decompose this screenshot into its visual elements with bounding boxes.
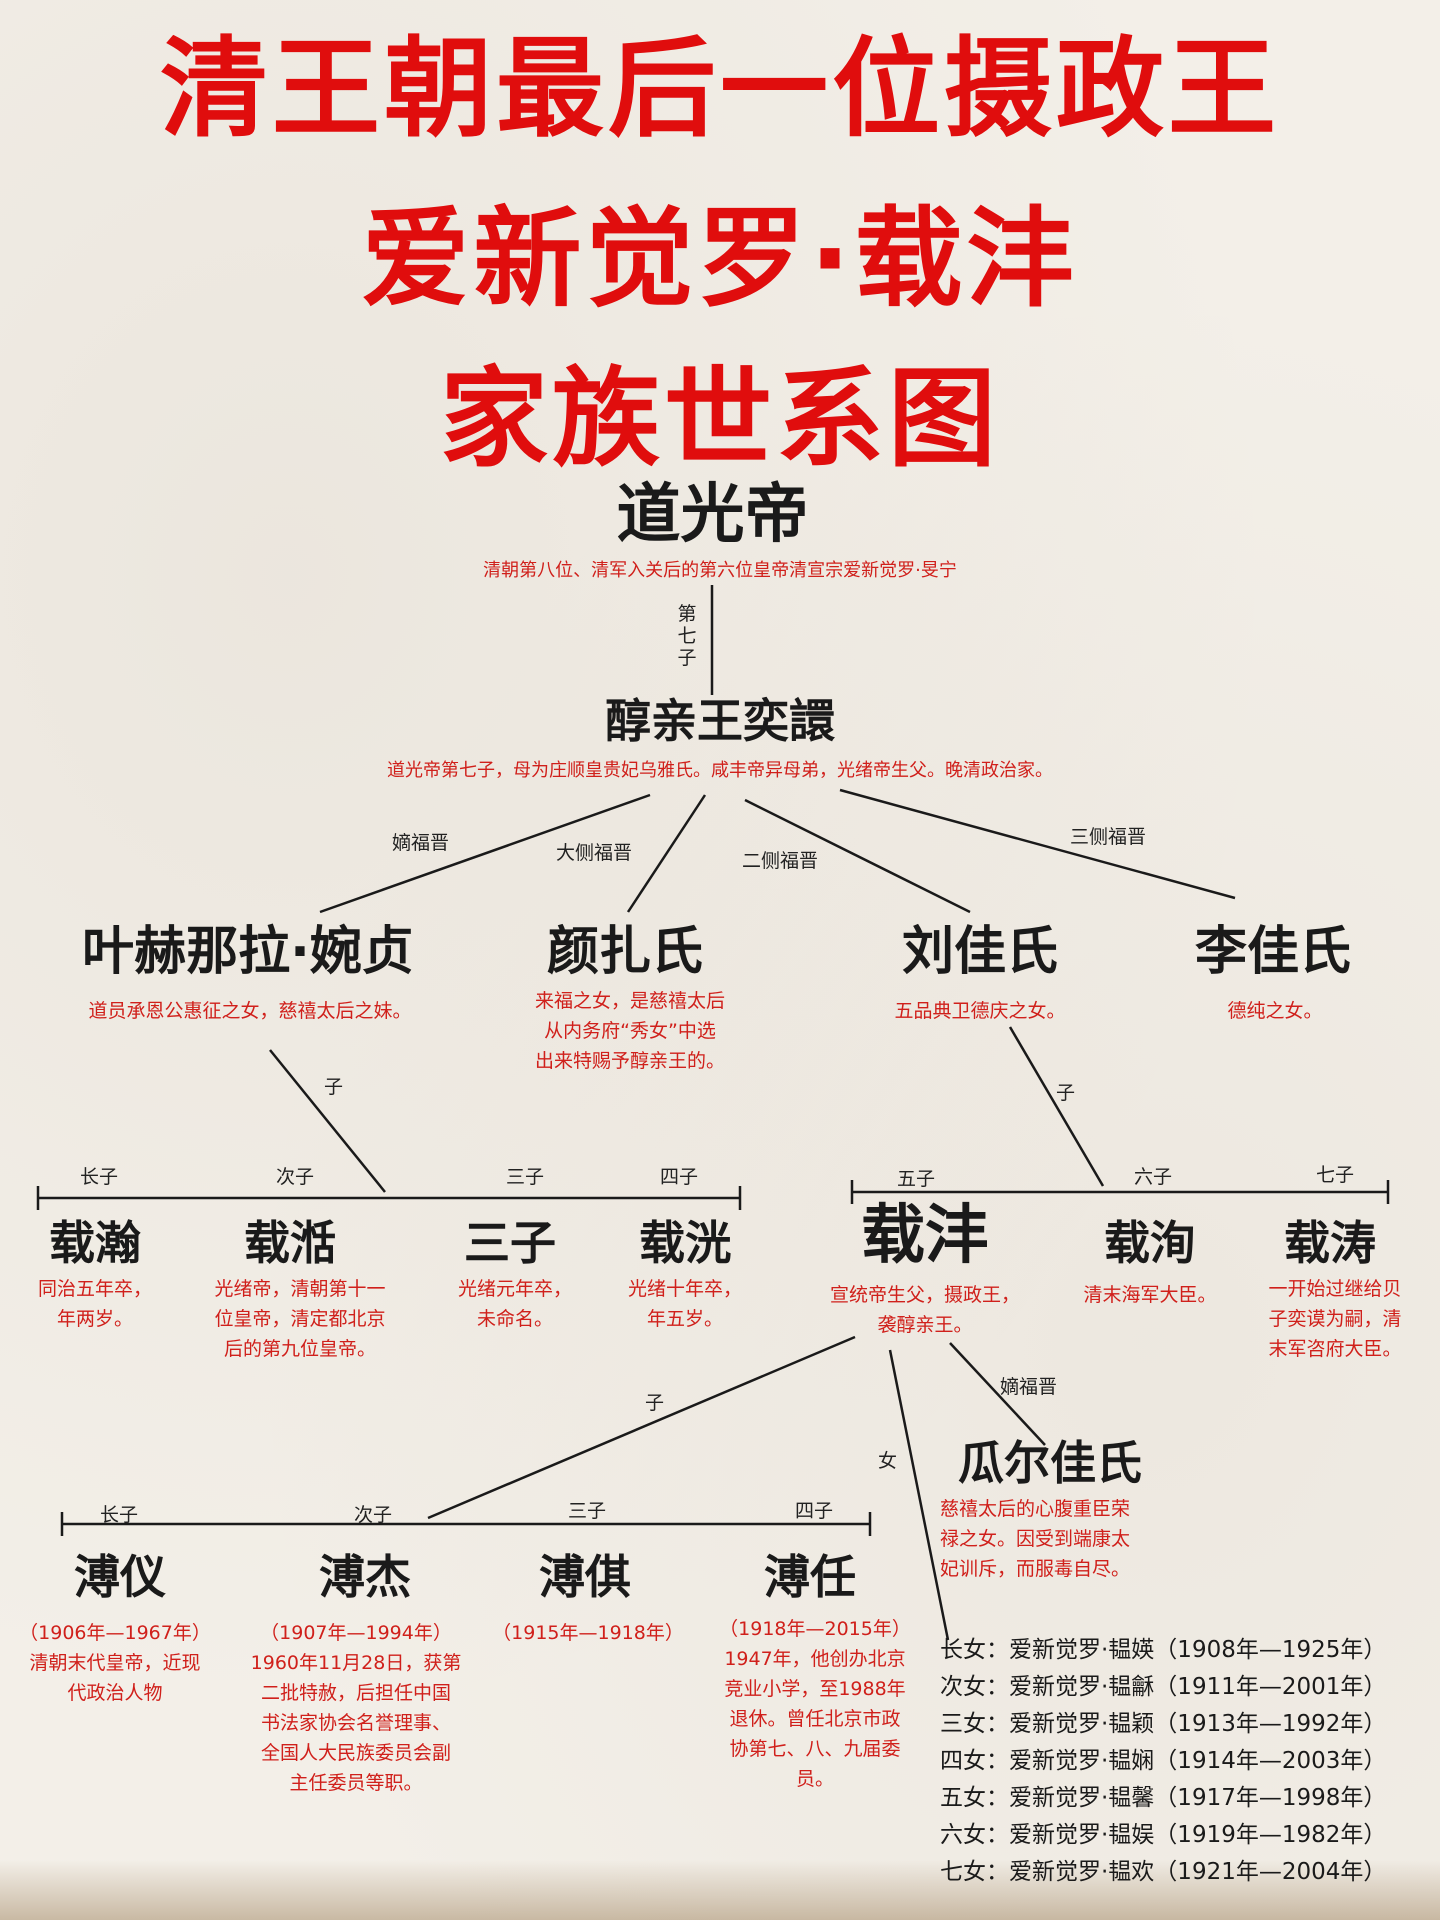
consort-link-label-1: 嫡福晋 — [392, 832, 450, 854]
link-consort-2 — [626, 794, 707, 913]
link-consort-1 — [319, 793, 651, 914]
grandson-1-name: 溥仪 — [74, 1550, 166, 1604]
son-3-desc: 光绪元年卒， 未命名。 — [457, 1278, 572, 1330]
son-2-name: 载湉 — [244, 1216, 336, 1270]
son-rank-6: 六子 — [1134, 1166, 1173, 1188]
consort-2-desc: 来福之女，是慈禧太后 从内务府“秀女”中选 出来特赐予醇亲王的。 — [534, 990, 725, 1072]
wife-name: 瓜尔佳氏 — [958, 1436, 1142, 1490]
bottom-decoration — [0, 1860, 1440, 1920]
son-2-desc: 光绪帝，清朝第十一 位皇帝，清定都北京 后的第九位皇帝。 — [214, 1278, 386, 1360]
consort-2-name: 颜扎氏 — [546, 922, 703, 982]
daughter-row: 四女：爱新觉罗·韫娴（1914年—2003年） — [940, 1748, 1387, 1774]
father-name: 醇亲王奕譞 — [605, 694, 835, 748]
wife-desc: 慈禧太后的心腹重臣荣 禄之女。因受到端康太 妃训斥，而服毒自尽。 — [940, 1498, 1131, 1580]
grandson-3-desc: （1915年—1918年） — [492, 1622, 684, 1644]
grandson-4-name: 溥任 — [764, 1550, 856, 1604]
wife-link-label: 嫡福晋 — [1000, 1376, 1058, 1398]
root-link-label: 第七子 — [677, 603, 697, 669]
daughter-row: 次女：爱新觉罗·韫龢（1911年—2001年） — [940, 1674, 1387, 1700]
consort-4-desc: 德纯之女。 — [1227, 1000, 1323, 1022]
link-grandsons — [427, 1335, 856, 1520]
consort-1-name: 叶赫那拉·婉贞 — [82, 922, 414, 982]
consort1-son-label: 子 — [324, 1076, 344, 1098]
consort-3-desc: 五品典卫德庆之女。 — [894, 1000, 1066, 1022]
link-consort3-sons — [1008, 1026, 1105, 1187]
daughter-row: 三女：爱新觉罗·韫颖（1913年—1992年） — [940, 1711, 1387, 1737]
son-4-name: 载洸 — [639, 1216, 731, 1270]
son-rank-4: 四子 — [660, 1166, 699, 1188]
daughter-row: 五女：爱新觉罗·韫馨（1917年—1998年） — [940, 1785, 1387, 1811]
title-line-1: 清王朝最后一位摄政王 — [159, 27, 1280, 152]
link-consort-4 — [839, 788, 1236, 900]
daughters-list: 长女：爱新觉罗·韫媖（1908年—1925年） 次女：爱新觉罗·韫龢（1911年… — [940, 1632, 1430, 1891]
son-rank-1: 长子 — [80, 1166, 119, 1188]
grandson-4-desc: （1918年—2015年） 1947年，他创办北京 竞业小学，至1988年 退休… — [719, 1618, 911, 1790]
grandson-2-name: 溥杰 — [319, 1550, 411, 1604]
link-consort-3 — [744, 798, 971, 914]
root-name: 道光帝 — [616, 478, 809, 552]
consort-1-desc: 道员承恩公惠征之女，慈禧太后之妹。 — [88, 1000, 412, 1022]
daughter-row: 六女：爱新觉罗·韫娱（1919年—1982年） — [940, 1822, 1387, 1848]
son-1-name: 载瀚 — [49, 1216, 141, 1270]
root-desc: 清朝第八位、清军入关后的第六位皇帝清宣宗爱新觉罗·旻宁 — [483, 560, 957, 581]
grandson-rank-1: 长子 — [100, 1504, 139, 1526]
son-rank-5: 五子 — [897, 1168, 936, 1190]
link-consort1-sons — [269, 1049, 386, 1193]
grandson-1-desc: （1906年—1967年） 清朝末代皇帝，近现 代政治人物 — [19, 1622, 211, 1704]
daughter-row: 长女：爱新觉罗·韫媖（1908年—1925年） — [940, 1637, 1387, 1663]
daughter-row: 七女：爱新觉罗·韫欢（1921年—2004年） — [940, 1859, 1387, 1885]
grandson-rank-3: 三子 — [568, 1500, 607, 1522]
consort3-son-label: 子 — [1056, 1082, 1076, 1104]
link-daughters — [888, 1349, 950, 1641]
son-rank-7: 七子 — [1316, 1164, 1355, 1186]
grandson-rank-4: 四子 — [795, 1500, 834, 1522]
consort-4-name: 李佳氏 — [1194, 922, 1351, 982]
granddaughter-link-label: 女 — [878, 1450, 898, 1472]
consort-link-label-4: 三侧福晋 — [1070, 826, 1147, 848]
son-7-desc: 一开始过继给贝 子奕谟为嗣，清 末军咨府大臣。 — [1268, 1278, 1402, 1360]
father-desc: 道光帝第七子，母为庄顺皇贵妃乌雅氏。咸丰帝异母弟，光绪帝生父。晚清政治家。 — [387, 760, 1053, 781]
son-6-name: 载洵 — [1104, 1216, 1196, 1270]
son-1-desc: 同治五年卒， 年两岁。 — [37, 1278, 152, 1330]
son-4-desc: 光绪十年卒， 年五岁。 — [627, 1278, 742, 1330]
grandson-3-name: 溥倛 — [539, 1550, 631, 1604]
title-line-3: 家族世系图 — [439, 357, 1000, 482]
son-7-name: 载涛 — [1284, 1216, 1376, 1270]
grandson-2-desc: （1907年—1994年） 1960年11月28日，获第 二批特赦，后担任中国 … — [250, 1622, 462, 1794]
title-line-2: 爱新觉罗·载沣 — [361, 197, 1079, 322]
son-6-desc: 清末海军大臣。 — [1083, 1284, 1217, 1306]
consort-link-label-3: 二侧福晋 — [742, 850, 819, 872]
consort-3-name: 刘佳氏 — [901, 922, 1058, 982]
son-rank-2: 次子 — [276, 1166, 315, 1188]
son-3-name: 三子 — [464, 1216, 556, 1270]
consort-link-label-2: 大侧福晋 — [556, 842, 633, 864]
grandson-rank-2: 次子 — [354, 1504, 393, 1526]
grandson-link-label: 子 — [645, 1392, 665, 1414]
link-wife — [949, 1342, 1046, 1446]
son-5-name: 载沣 — [861, 1199, 989, 1273]
son-5-desc: 宣统帝生父，摄政王， 袭醇亲王。 — [829, 1284, 1020, 1336]
son-rank-3: 三子 — [506, 1166, 545, 1188]
